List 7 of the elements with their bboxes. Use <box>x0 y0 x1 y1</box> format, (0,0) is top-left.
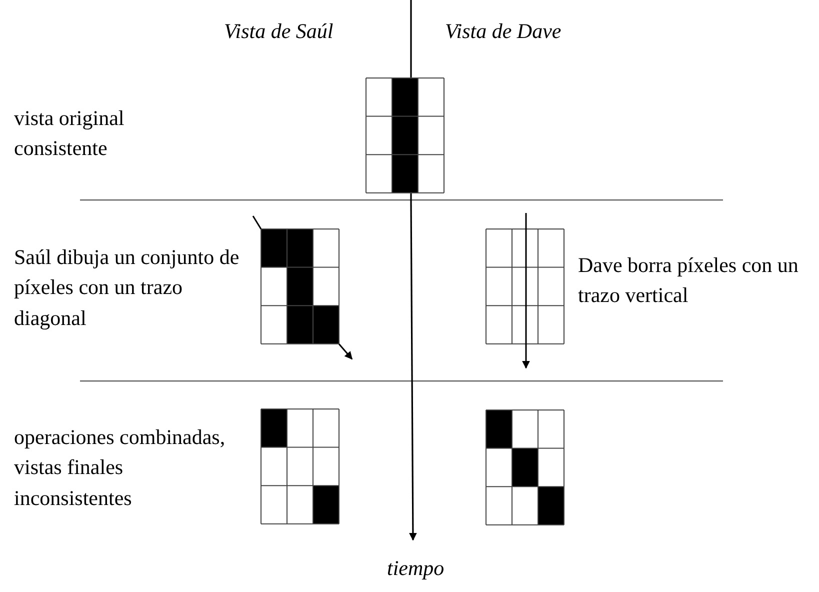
row-label: operaciones combinadas, vistas finales inconsistentes <box>14 424 226 512</box>
axis-label: tiempo <box>387 555 444 582</box>
row-label: Saúl dibuja un conjunto de píxeles con un trazo diagonal <box>14 244 240 332</box>
column-heading: Vista de Saúl <box>224 18 334 45</box>
column-heading: Vista de Dave <box>445 18 562 45</box>
row-label: Dave borra píxeles con un trazo vertical <box>578 252 800 310</box>
row-label: vista original consistente <box>14 105 126 162</box>
